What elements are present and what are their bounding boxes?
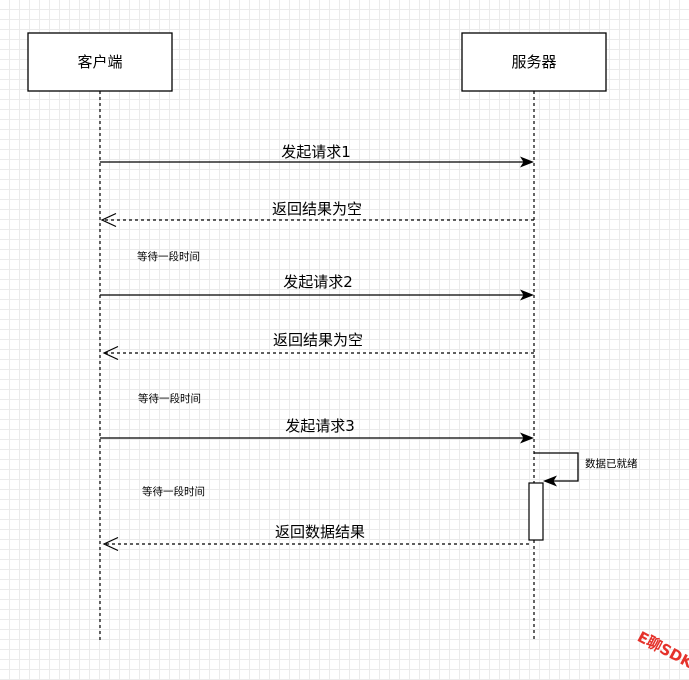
self-message-label: 数据已就绪 <box>585 457 638 470</box>
participant-server-label: 服务器 <box>511 53 556 71</box>
arrow-head-icon <box>520 289 534 301</box>
self-message-line <box>534 452 579 482</box>
self-message-data-ready: 数据已就绪 <box>534 452 638 487</box>
participant-client-box <box>27 32 173 92</box>
participant-client-label: 客户端 <box>77 53 122 71</box>
message-response-1: 返回结果为空 <box>100 200 534 228</box>
arrow-head-icon <box>520 432 534 444</box>
note-wait-1: 等待一段时间 <box>137 250 200 263</box>
message-label: 返回数据结果 <box>275 523 365 541</box>
note-wait-3: 等待一段时间 <box>142 485 205 498</box>
message-request-2: 发起请求2 <box>100 273 534 301</box>
participant-server-box <box>461 32 607 92</box>
message-response-3: 返回数据结果 <box>102 523 529 552</box>
note-wait-2: 等待一段时间 <box>138 392 201 405</box>
arrow-head-icon <box>520 156 534 168</box>
participant-client: 客户端 <box>27 32 173 92</box>
message-request-1: 发起请求1 <box>100 143 534 168</box>
open-arrow-head-icon <box>102 345 119 361</box>
message-label: 返回结果为空 <box>273 331 363 349</box>
open-arrow-head-icon <box>102 536 119 552</box>
message-request-3: 发起请求3 <box>100 417 534 444</box>
message-label: 发起请求1 <box>281 143 351 161</box>
watermark-logo: E聊SDK <box>634 628 689 673</box>
message-response-2: 返回结果为空 <box>102 331 534 361</box>
message-label: 发起请求2 <box>283 273 353 291</box>
server-activation-bar <box>528 482 544 541</box>
message-label: 发起请求3 <box>285 417 355 435</box>
open-arrow-head-icon <box>100 212 117 228</box>
message-label: 返回结果为空 <box>272 200 362 218</box>
arrow-head-icon <box>543 475 557 487</box>
participant-server: 服务器 <box>461 32 607 92</box>
